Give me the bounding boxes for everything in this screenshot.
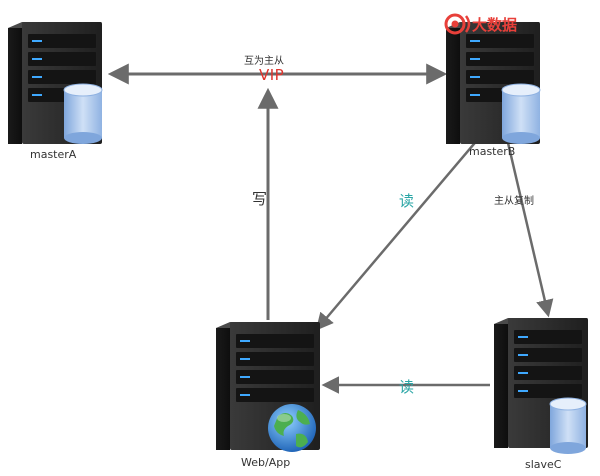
server-masterB bbox=[446, 22, 541, 144]
label-write: 写 bbox=[252, 190, 268, 208]
label-vip: VIP bbox=[259, 66, 285, 84]
watermark-text: 大数据 bbox=[472, 16, 518, 34]
server-web-app bbox=[216, 322, 320, 452]
globe-icon bbox=[268, 404, 316, 452]
label-web-app: Web/App bbox=[241, 456, 291, 469]
label-mutual-master-slave: 互为主从 bbox=[244, 56, 284, 67]
watermark-logo-icon bbox=[444, 13, 471, 35]
database-icon bbox=[501, 83, 541, 144]
label-masterB: masterB bbox=[469, 145, 516, 158]
label-read-diagonal: 读 bbox=[399, 192, 415, 210]
server-slaveC bbox=[494, 318, 588, 454]
label-replication: 主从复制 bbox=[494, 196, 534, 207]
label-slaveC: slaveC bbox=[525, 458, 562, 471]
edge-masterB-to-web-read bbox=[315, 124, 491, 331]
label-read-bottom: 读 bbox=[399, 378, 415, 396]
database-icon bbox=[549, 397, 587, 454]
label-masterA: masterA bbox=[30, 148, 77, 161]
server-masterA bbox=[8, 22, 103, 144]
database-icon bbox=[63, 83, 103, 144]
